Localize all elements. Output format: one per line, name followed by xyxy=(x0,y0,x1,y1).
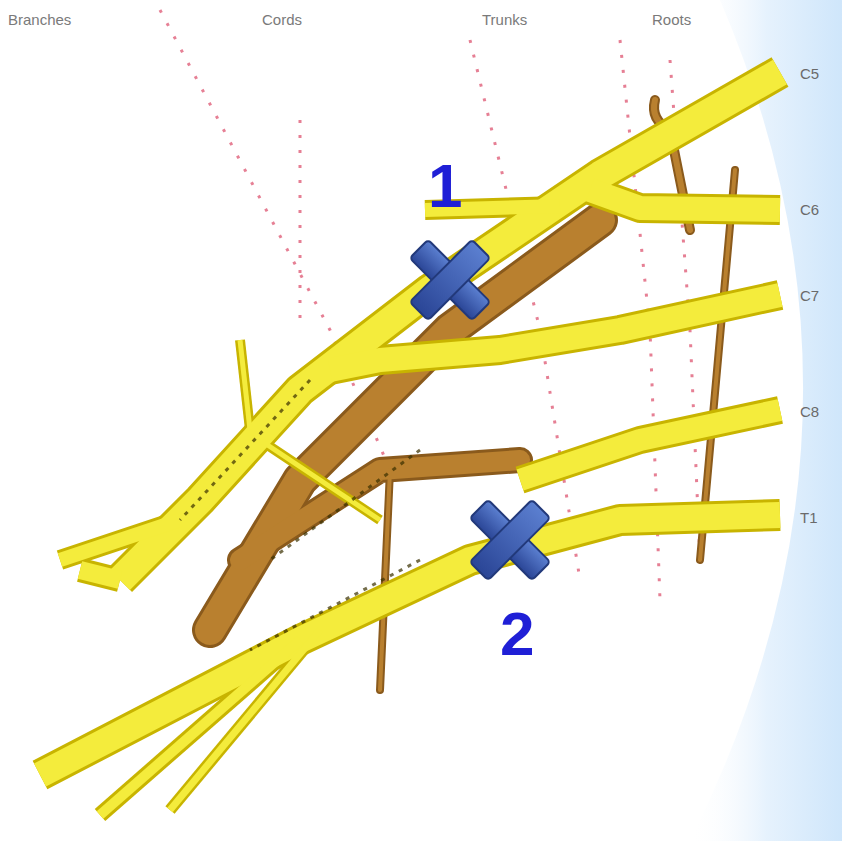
lesion-marks xyxy=(388,218,572,602)
nerves xyxy=(40,72,780,815)
root-label: C8 xyxy=(800,404,819,421)
cross-mark xyxy=(448,478,572,602)
callout-number: 2 xyxy=(500,600,534,668)
root-label: C5 xyxy=(800,66,819,83)
root-label: C6 xyxy=(800,202,819,219)
region-label: Cords xyxy=(262,12,302,29)
region-label: Roots xyxy=(652,12,691,29)
region-label: Trunks xyxy=(482,12,527,29)
root-label: T1 xyxy=(800,510,818,527)
callout-number: 1 xyxy=(428,152,462,220)
region-label: Branches xyxy=(8,12,71,29)
root-label: C7 xyxy=(800,288,819,305)
cross-mark xyxy=(388,218,512,342)
